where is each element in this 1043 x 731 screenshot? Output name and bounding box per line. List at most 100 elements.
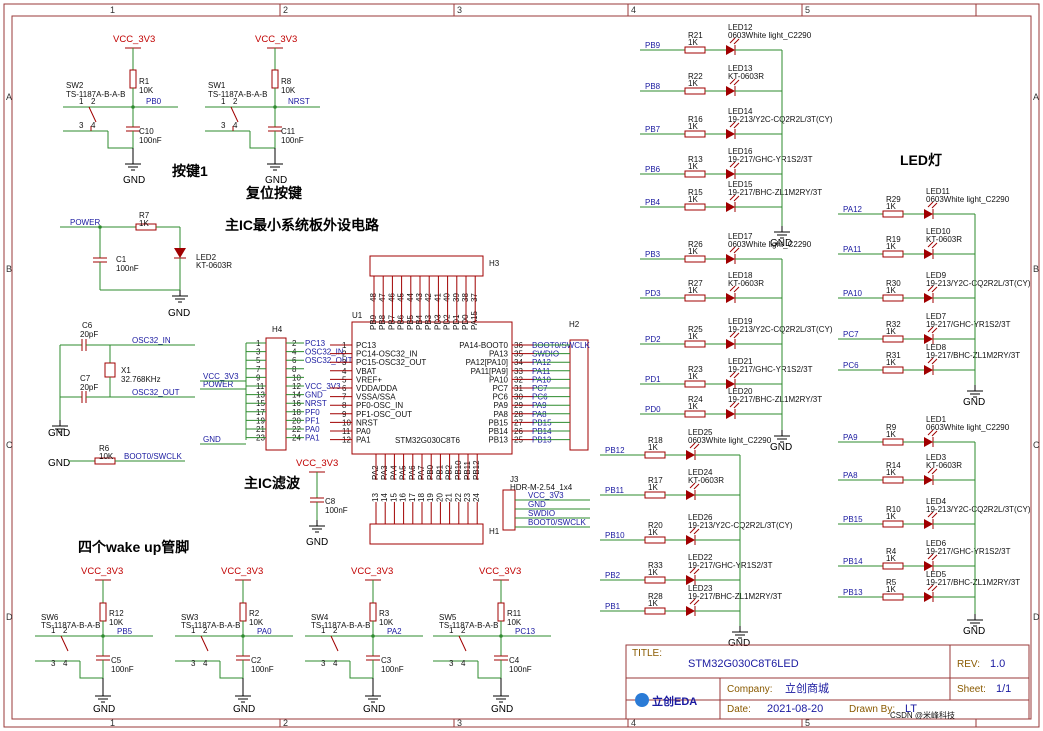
frame-col-label: 1 [110, 718, 115, 728]
pullup-resistor [271, 69, 279, 89]
led-ref: LED11 [926, 187, 950, 196]
net-label: PB15 [843, 515, 863, 524]
net-label: PB4 [645, 198, 661, 207]
led-ref: LED8 [926, 343, 947, 352]
company-value: 立创商城 [785, 681, 829, 695]
mcu-pin-top: PB8 [378, 314, 387, 330]
power-led-symbol [174, 248, 186, 258]
led-symbol [924, 475, 933, 485]
gnd-label: GND [168, 308, 190, 319]
resistor-value: 1K [886, 242, 896, 251]
led-ref: LED22 [688, 553, 713, 562]
pin-num: 1 [449, 626, 454, 635]
switch-ref: SW6 [41, 613, 59, 622]
pin-num: 4 [233, 121, 238, 130]
led-ray [931, 512, 938, 519]
led-ref: LED6 [926, 539, 947, 548]
frame-col-label: 2 [283, 718, 288, 728]
mcu-pin-num: 16 [399, 493, 408, 502]
rev-label: REV: [957, 659, 980, 670]
led-ref: LED15 [728, 180, 753, 189]
led-part: 19-213/Y2C-CQ2R2L/3T(CY) [926, 279, 1031, 288]
resistor-ref: R14 [886, 461, 901, 470]
pin-num: 3 [79, 121, 84, 130]
header-h3 [369, 255, 484, 277]
vcc-label: VCC_3V3 [296, 458, 338, 469]
led-symbol [686, 490, 695, 500]
resistor-ref: R23 [688, 365, 703, 374]
net-label: PB9 [645, 41, 661, 50]
led-part: 0603White light_C2290 [688, 436, 772, 445]
led-part: KT-0603R [926, 461, 962, 470]
switch-part: TS-1187A-B-A-B [439, 621, 498, 630]
led-resistor [684, 294, 706, 302]
led-symbol [686, 450, 695, 460]
led-ray [733, 372, 740, 379]
pullup-resistor [239, 602, 247, 622]
switch-contact [458, 635, 467, 652]
cap-value: 100nF [281, 136, 304, 145]
led-symbol [924, 437, 933, 447]
switch-part: TS-1187A-B-A-B [41, 621, 100, 630]
led-ray [931, 468, 938, 475]
led-ref: LED2 [196, 253, 217, 262]
resistor-value: 1K [648, 568, 658, 577]
mcu-pin-left: PC15-OSC32_OUT [356, 358, 426, 367]
led-ray [927, 429, 934, 436]
net-label: PA11 [843, 245, 862, 254]
led-resistor [684, 87, 706, 95]
led-part: 19-217/BHC-ZL1M2RY/3T [926, 578, 1020, 587]
mcu-pin-left: NRST [356, 418, 378, 427]
led-symbol [726, 293, 735, 303]
pin-num: 3 [51, 659, 56, 668]
pin-num: 1 [191, 626, 196, 635]
wire [79, 661, 103, 679]
led-ref: LED17 [728, 232, 753, 241]
mcu-pin-left: PC13 [356, 341, 377, 350]
led-ray [927, 285, 934, 292]
cap-value: 100nF [381, 665, 404, 674]
led-ray [927, 326, 934, 333]
title-value: STM32G030C8T6LED [688, 658, 799, 670]
resistor-ref: R9 [886, 423, 897, 432]
pullup-resistor [497, 602, 505, 622]
resistor-ref: R8 [281, 77, 292, 86]
resistor-value: 1K [688, 122, 698, 131]
crystal-symbol [104, 362, 116, 378]
led-part: 19-213/Y2C-CQ2R2L/3T(CY) [728, 115, 833, 124]
net-label: OSC32_OUT [305, 356, 353, 365]
pin-num: 4 [333, 659, 338, 668]
pin-num: 2 [203, 626, 208, 635]
led-ray [931, 242, 938, 249]
cap-ref: C5 [111, 656, 122, 665]
led-part: 0603White light_C2290 [926, 423, 1010, 432]
led-resistor [882, 593, 904, 601]
mcu-pin-num: 17 [408, 493, 417, 502]
mcu-pin-left: PF0-OSC_IN [356, 401, 403, 410]
pin-num: 3 [449, 659, 454, 668]
net-label: BOOT0/SWCLK [528, 518, 586, 527]
resistor-ref: R18 [648, 436, 663, 445]
net-label: VCC_3V3 [528, 491, 564, 500]
net-label: NRST [288, 97, 310, 106]
frame-row-label: B [6, 264, 12, 274]
led-ray [729, 194, 736, 201]
led-ray [931, 202, 938, 209]
gnd-label: GND [48, 458, 70, 469]
sheet-label: Sheet: [957, 684, 986, 695]
led-symbol [924, 293, 933, 303]
led-ray [733, 332, 740, 339]
mcu-pin-top: PB4 [415, 314, 424, 330]
led-resistor [684, 203, 706, 211]
mcu-pin-left: PC14-OSC32_IN [356, 350, 418, 359]
resistor-ref: R30 [886, 279, 901, 288]
led-part: 19-217/GHC-YR1S2/3T [728, 365, 813, 374]
net-label: PB1 [605, 602, 621, 611]
mcu-pin-num: 19 [426, 493, 435, 502]
header-h2 [569, 339, 589, 451]
led-ray [733, 402, 740, 409]
net-label: PB6 [645, 165, 661, 174]
title-label: TITLE: [632, 648, 662, 659]
mcu-pin-right: PB13 [488, 436, 508, 445]
frame-row-label: D [1033, 612, 1040, 622]
